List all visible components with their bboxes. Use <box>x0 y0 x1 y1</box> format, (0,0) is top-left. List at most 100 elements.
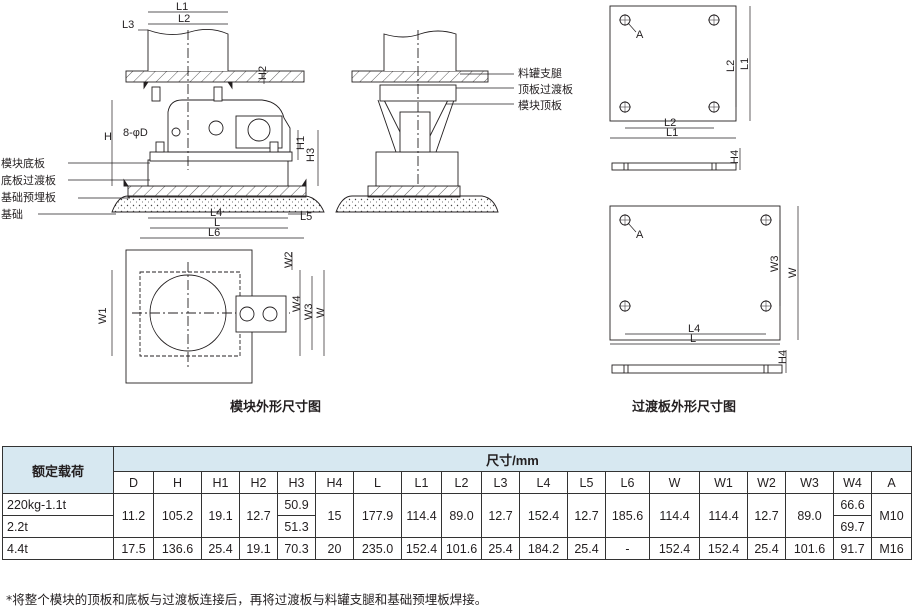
column-header-W3: W3 <box>785 471 834 494</box>
label-module-top: 模块顶板 <box>518 98 562 112</box>
cell-L4: 152.4 <box>519 493 568 538</box>
cell-H4: 15 <box>315 493 354 538</box>
row-label: 220kg-1.1t <box>2 493 114 516</box>
dim-L1-plate-v: L1 <box>739 58 751 70</box>
front-view <box>38 11 325 239</box>
cell-L2: 101.6 <box>441 537 482 560</box>
row-label: 2.2t <box>2 515 114 538</box>
cell-W3: 101.6 <box>785 537 834 560</box>
cell-W4: 69.7 <box>833 515 872 538</box>
dim-W3: W3 <box>303 304 315 321</box>
column-header-H: H <box>153 471 202 494</box>
cell-W2: 25.4 <box>747 537 786 560</box>
dim-H1: H1 <box>295 136 307 150</box>
dim-L6: L6 <box>208 227 220 239</box>
dim-W2: W2 <box>283 252 295 269</box>
cell-W1: 152.4 <box>699 537 748 560</box>
dim-W3-plate: W3 <box>769 256 781 273</box>
cell-L: 177.9 <box>353 493 402 538</box>
column-header-L1: L1 <box>401 471 442 494</box>
column-header-D: D <box>113 471 154 494</box>
dim-A-2: A <box>636 229 644 241</box>
label-embed-plate: 基础预埋板 <box>1 190 56 204</box>
cell-L: 235.0 <box>353 537 402 560</box>
column-header-A: A <box>871 471 912 494</box>
plan-view <box>111 249 325 384</box>
cell-L6: 185.6 <box>605 493 650 538</box>
cell-W4: 66.6 <box>833 493 872 516</box>
header-load: 额定载荷 <box>2 446 114 494</box>
dim-W4: W4 <box>291 296 303 313</box>
cell-H3: 70.3 <box>277 537 316 560</box>
technical-drawings: L1 L2 L3 H H2 H1 H3 8-φD L4 L L6 L5 模块底板… <box>1 1 799 384</box>
dim-L: L <box>214 217 220 229</box>
column-header-H2: H2 <box>239 471 278 494</box>
table-row: 220kg-1.1t 11.2 105.2 19.1 12.7 50.9 15 … <box>2 493 912 538</box>
dim-L2-plate: L2 <box>664 117 676 129</box>
dim-H4-2: H4 <box>777 350 789 364</box>
dim-L2-plate-v: L2 <box>725 60 737 72</box>
dim-H3: H3 <box>305 148 317 162</box>
cell-L5: 25.4 <box>567 537 606 560</box>
cell-L2: 89.0 <box>441 493 482 538</box>
dim-L4-plate: L4 <box>688 323 700 335</box>
cell-H3: 50.9 <box>277 493 316 516</box>
dim-W: W <box>315 307 327 318</box>
column-header-L6: L6 <box>605 471 650 494</box>
cell-H1: 25.4 <box>201 537 240 560</box>
column-header-L3: L3 <box>481 471 520 494</box>
dim-W-plate: W <box>787 267 799 278</box>
column-header-W1: W1 <box>699 471 748 494</box>
dim-L4: L4 <box>210 207 222 219</box>
cell-D: 17.5 <box>113 537 154 560</box>
footnote: *将整个模块的顶板和底板与过渡板连接后，再将过渡板与料罐支腿和基础预埋板焊接。 <box>6 592 488 607</box>
cell-W3: 89.0 <box>785 493 834 538</box>
label-module-bottom: 模块底板 <box>1 156 45 170</box>
column-header-L5: L5 <box>567 471 606 494</box>
dim-W1: W1 <box>97 308 109 325</box>
label-top-transition: 顶板过渡板 <box>518 82 573 96</box>
cell-L3: 12.7 <box>481 493 520 538</box>
column-header-W2: W2 <box>747 471 786 494</box>
column-header-W4: W4 <box>833 471 872 494</box>
hole-spec: 8-φD <box>123 127 148 139</box>
column-header-H1: H1 <box>201 471 240 494</box>
column-header-H3: H3 <box>277 471 316 494</box>
transition-plate-bottom <box>609 205 799 374</box>
column-header-W: W <box>649 471 700 494</box>
cell-H2: 19.1 <box>239 537 278 560</box>
side-view <box>335 30 514 213</box>
column-header-L: L <box>353 471 402 494</box>
cell-L1: 152.4 <box>401 537 442 560</box>
cell-H3: 51.3 <box>277 515 316 538</box>
transition-plate-top <box>609 5 751 171</box>
cell-L1: 114.4 <box>401 493 442 538</box>
dim-A-1: A <box>636 29 644 41</box>
dim-L2: L2 <box>178 13 190 25</box>
cell-W2: 12.7 <box>747 493 786 538</box>
label-foundation: 基础 <box>1 208 23 221</box>
table-row: 2.2t 51.3 69.7 <box>2 515 912 538</box>
label-bottom-transition: 底板过渡板 <box>1 173 56 187</box>
dim-L1-plate: L1 <box>666 127 678 139</box>
cell-L3: 25.4 <box>481 537 520 560</box>
dim-H4-1: H4 <box>729 150 741 164</box>
cell-W: 114.4 <box>649 493 700 538</box>
cell-H2: 12.7 <box>239 493 278 538</box>
column-header-H4: H4 <box>315 471 354 494</box>
column-header-L4: L4 <box>519 471 568 494</box>
cell-H: 105.2 <box>153 493 202 538</box>
dim-L5: L5 <box>300 211 312 223</box>
header-unit: 尺寸/mm <box>113 446 912 472</box>
dim-L3: L3 <box>122 19 134 31</box>
cell-W4: 91.7 <box>833 537 872 560</box>
cell-H4: 20 <box>315 537 354 560</box>
cell-L6: - <box>605 537 650 560</box>
dim-L1: L1 <box>176 1 188 13</box>
cell-A: M10 <box>871 493 912 538</box>
caption-module: 模块外形尺寸图 <box>230 400 322 415</box>
cell-W1: 114.4 <box>699 493 748 538</box>
